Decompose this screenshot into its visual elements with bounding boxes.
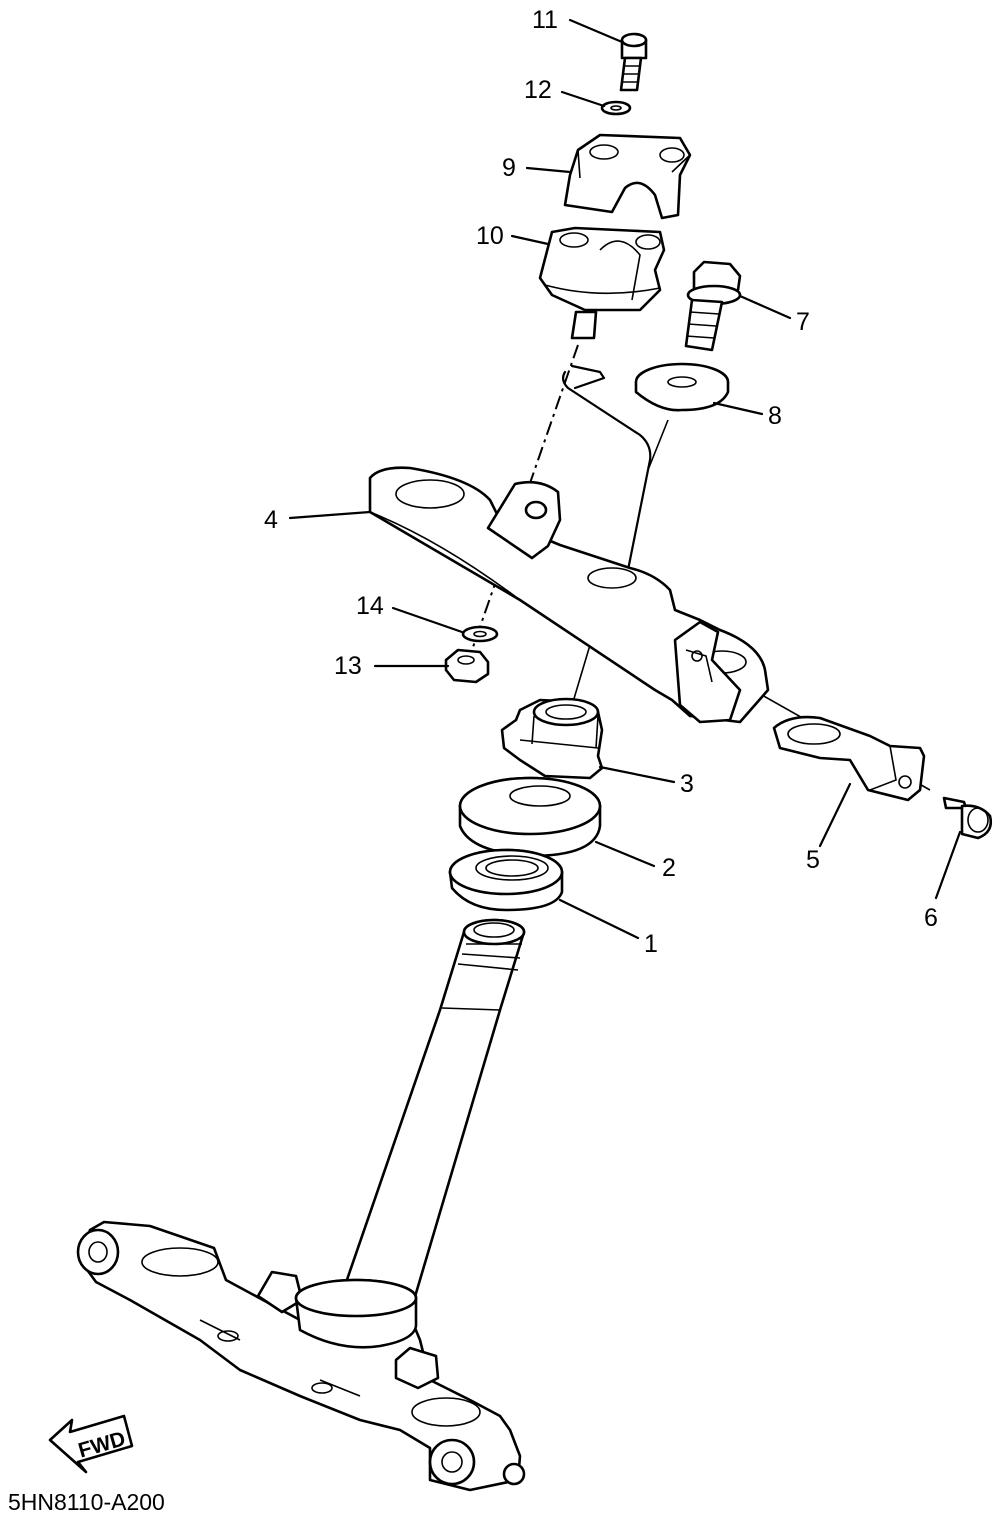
callout-1: 1	[644, 930, 658, 958]
part-11-bolt	[619, 32, 648, 92]
callout-4: 4	[264, 506, 278, 534]
callout-12: 12	[524, 76, 552, 104]
part-2-dust-seal	[458, 776, 602, 858]
callout-14: 14	[356, 592, 384, 620]
fwd-arrow-icon: FWD	[48, 1414, 134, 1474]
part-5-bracket	[772, 715, 926, 802]
part-6-screw	[942, 796, 993, 840]
callout-13: 13	[334, 652, 362, 680]
part-13-nut	[444, 648, 490, 684]
part-1-bearing	[448, 848, 564, 912]
callout-10: 10	[476, 222, 504, 250]
leader-lines	[288, 18, 962, 940]
part-8-damper	[634, 362, 730, 412]
callout-9: 9	[502, 154, 516, 182]
callout-6: 6	[924, 904, 938, 932]
diagram-code: 5HN8110-A200	[8, 1489, 165, 1515]
callout-11: 11	[532, 6, 558, 34]
part-14-washer	[461, 625, 499, 643]
lower-bracket	[76, 1220, 526, 1492]
steering-stem	[338, 918, 526, 1302]
part-9-upper-holder	[563, 133, 692, 220]
callout-labels: 11 12 9 10 7 8 4 14 13 3 2 1 5 6	[264, 6, 938, 958]
part-10-lower-holder	[538, 226, 666, 340]
callout-8: 8	[768, 402, 782, 430]
part-12-washer	[600, 100, 632, 116]
part-7-bolt	[684, 260, 742, 352]
callout-5: 5	[806, 846, 820, 874]
part-3-ring-nut	[500, 697, 604, 780]
callout-7: 7	[796, 308, 810, 336]
callout-3: 3	[680, 770, 694, 798]
callout-2: 2	[662, 854, 676, 882]
part-4-upper-bracket	[368, 466, 770, 724]
